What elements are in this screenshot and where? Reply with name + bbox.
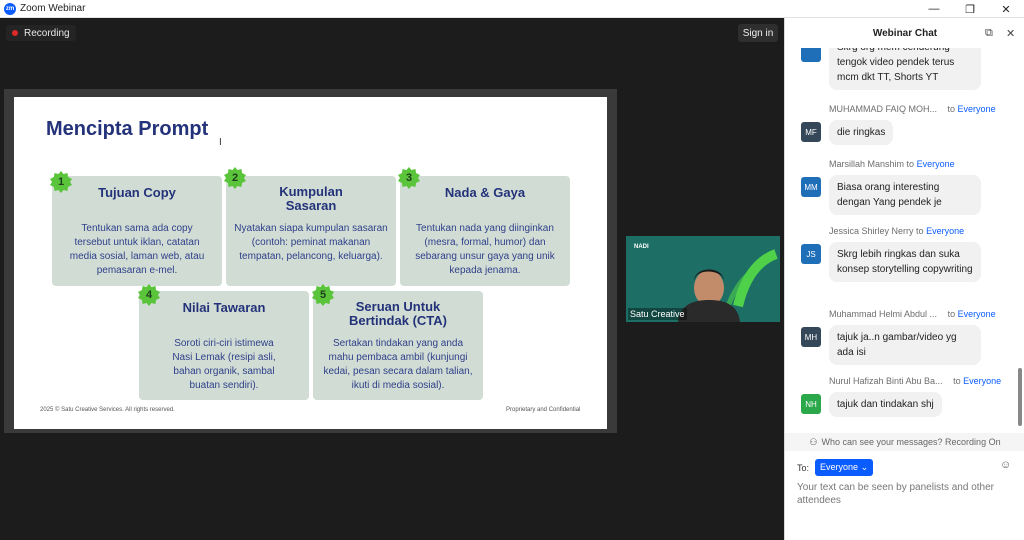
privacy-text: Who can see your messages? Recording On — [821, 437, 1001, 447]
message-bubble: die ringkas — [829, 120, 894, 145]
card-title: Tujuan Copy — [98, 185, 176, 200]
sender-row: MUHAMMAD FAIQ MOH... to Everyone — [829, 104, 996, 114]
minimize-button[interactable]: — — [928, 3, 940, 15]
recipient-row: To: Everyone ⌄ — [797, 459, 874, 476]
card-body: Nyatakan siapa kumpulan sasaran (contoh:… — [234, 223, 388, 262]
window-controls: — ❐ ✕ — [916, 0, 1024, 18]
sender-name: Nurul Hafizah Binti Abu Ba... — [829, 376, 943, 386]
card-title: Kumpulan Sasaran — [279, 184, 343, 213]
recipient: Everyone — [963, 376, 1002, 386]
badge-four-icon: 4 — [138, 284, 160, 306]
badge-number: 1 — [57, 176, 65, 188]
chat-title: Webinar Chat — [872, 27, 938, 39]
scroll-thumb[interactable] — [1018, 368, 1022, 426]
sender-row: Nurul Hafizah Binti Abu Ba... to Everyon… — [829, 376, 1001, 386]
emoji-icon[interactable]: ☺ — [1000, 459, 1012, 471]
card-tujuan-copy: Tujuan Copy Tentukan sama ada copy terse… — [52, 176, 222, 286]
shared-screen: Mencipta Prompt I Tujuan Copy Tentukan s… — [4, 89, 617, 433]
text-cursor-icon: I — [219, 137, 222, 148]
slide-footer-copyright: 2025 © Satu Creative Services. All right… — [40, 407, 175, 413]
recipient-value: Everyone — [820, 462, 859, 472]
person-lock-icon: ⚇ — [809, 436, 818, 447]
avatar: MM — [801, 177, 821, 197]
badge-three-icon: 3 — [398, 167, 420, 189]
sender-name: Marsillah Manshim — [829, 159, 905, 169]
card-kumpulan-sasaran: Kumpulan Sasaran Nyatakan siapa kumpulan… — [226, 176, 396, 286]
participant-name: Satu Creative — [628, 308, 687, 320]
badge-number: 5 — [319, 289, 327, 301]
badge-number: 4 — [145, 289, 153, 301]
recipient: Everyone — [926, 226, 965, 236]
to-word: to — [916, 226, 924, 236]
chat-scrollbar[interactable] — [1017, 48, 1023, 433]
maximize-button[interactable]: ❐ — [965, 3, 975, 16]
participant-video-tile[interactable]: NADI Satu Creative — [626, 236, 780, 322]
recipient: Everyone — [916, 159, 955, 169]
slide-footer-confidential: Proprietary and Confidential — [506, 407, 581, 413]
nadi-logo: NADI — [634, 244, 649, 250]
message-bubble: Biasa orang interesting dengan Yang pend… — [829, 175, 981, 215]
message-bubble: Skrg lebih ringkas dan suka konsep story… — [829, 242, 981, 282]
badge-five-icon: 5 — [312, 284, 334, 306]
badge-two-icon: 2 — [224, 167, 246, 189]
sender-row: Marsillah Manshim to Everyone — [829, 159, 955, 169]
card-title: Seruan Untuk Bertindak (CTA) — [349, 299, 447, 328]
badge-1-icon — [51, 272, 73, 294]
chat-header: Webinar Chat ⧉ ✕ — [785, 18, 1024, 48]
card-nada-gaya: Nada & Gaya Tentukan nada yang diinginka… — [400, 176, 570, 286]
card-title: Nilai Tawaran — [182, 300, 266, 315]
recipient-dropdown[interactable]: Everyone ⌄ — [815, 459, 874, 476]
recording-dot-icon — [12, 30, 18, 36]
recording-indicator[interactable]: Recording — [6, 25, 76, 41]
window-titlebar: zm Zoom Webinar — ❐ ✕ — [0, 0, 1024, 18]
zoom-logo-icon: zm — [4, 2, 16, 15]
card-body: Tentukan nada yang diinginkan (mesra, fo… — [415, 223, 555, 276]
recipient: Everyone — [957, 104, 996, 114]
popout-icon[interactable]: ⧉ — [985, 27, 993, 39]
badge-one-icon: 1 — [50, 171, 72, 193]
close-window-button[interactable]: ✕ — [1001, 3, 1011, 16]
badge-number: 3 — [405, 172, 413, 184]
to-word: to — [953, 376, 961, 386]
sender-row: Jessica Shirley Nerry to Everyone — [829, 226, 964, 236]
presentation-slide: Mencipta Prompt I Tujuan Copy Tentukan s… — [14, 97, 607, 429]
avatar — [801, 48, 821, 62]
card-body: Tentukan sama ada copy tersebut untuk ik… — [69, 223, 205, 276]
presenter-video-image — [626, 236, 780, 322]
recording-label: Recording — [24, 27, 70, 39]
to-word: to — [906, 159, 915, 169]
to-word: to — [947, 309, 956, 319]
to-label: To: — [797, 462, 810, 473]
avatar: JS — [801, 244, 821, 264]
close-icon[interactable]: ✕ — [1006, 28, 1016, 40]
sender-name: MUHAMMAD FAIQ MOH... — [829, 104, 937, 114]
sign-in-button[interactable]: Sign in — [738, 24, 778, 42]
avatar: MH — [801, 327, 821, 347]
to-word: to — [947, 104, 956, 114]
card-body: Soroti ciri-ciri istimewa Nasi Lemak (re… — [172, 338, 276, 391]
card-title: Nada & Gaya — [444, 185, 526, 200]
sender-row: Muhammad Helmi Abdul ... to Everyone — [829, 309, 996, 319]
avatar: NH — [801, 394, 821, 414]
chat-compose-input[interactable]: Your text can be seen by panelists and o… — [797, 482, 994, 506]
card-nilai-tawaran: Nilai Tawaran Soroti ciri-ciri istimewa … — [139, 291, 309, 400]
slide-title: Mencipta Prompt — [46, 118, 209, 140]
message-privacy-link[interactable]: ⚇ Who can see your messages? Recording O… — [785, 433, 1024, 451]
sender-name: Jessica Shirley Nerry — [829, 226, 914, 236]
chat-message-list[interactable]: Skrg org mem cenderung tengok video pend… — [785, 48, 1017, 433]
message-bubble: tajuk ja..n gambar/video yg ada isi — [829, 325, 981, 365]
card-seruan-cta: Seruan Untuk Bertindak (CTA) Sertakan ti… — [313, 291, 483, 400]
card-body: Sertakan tindakan yang anda mahu pembaca… — [323, 338, 473, 391]
recipient: Everyone — [957, 309, 996, 319]
badge-number: 2 — [231, 172, 239, 184]
message-bubble: tajuk dan tindakan shj — [829, 392, 942, 417]
sender-name: Muhammad Helmi Abdul ... — [829, 309, 938, 319]
webinar-chat-panel: Webinar Chat ⧉ ✕ Skrg org mem cenderung … — [784, 18, 1024, 540]
chevron-down-icon: ⌄ — [860, 462, 869, 472]
app-title: Zoom Webinar — [20, 3, 86, 14]
avatar: MF — [801, 122, 821, 142]
message-bubble: Skrg org mem cenderung tengok video pend… — [829, 48, 981, 90]
